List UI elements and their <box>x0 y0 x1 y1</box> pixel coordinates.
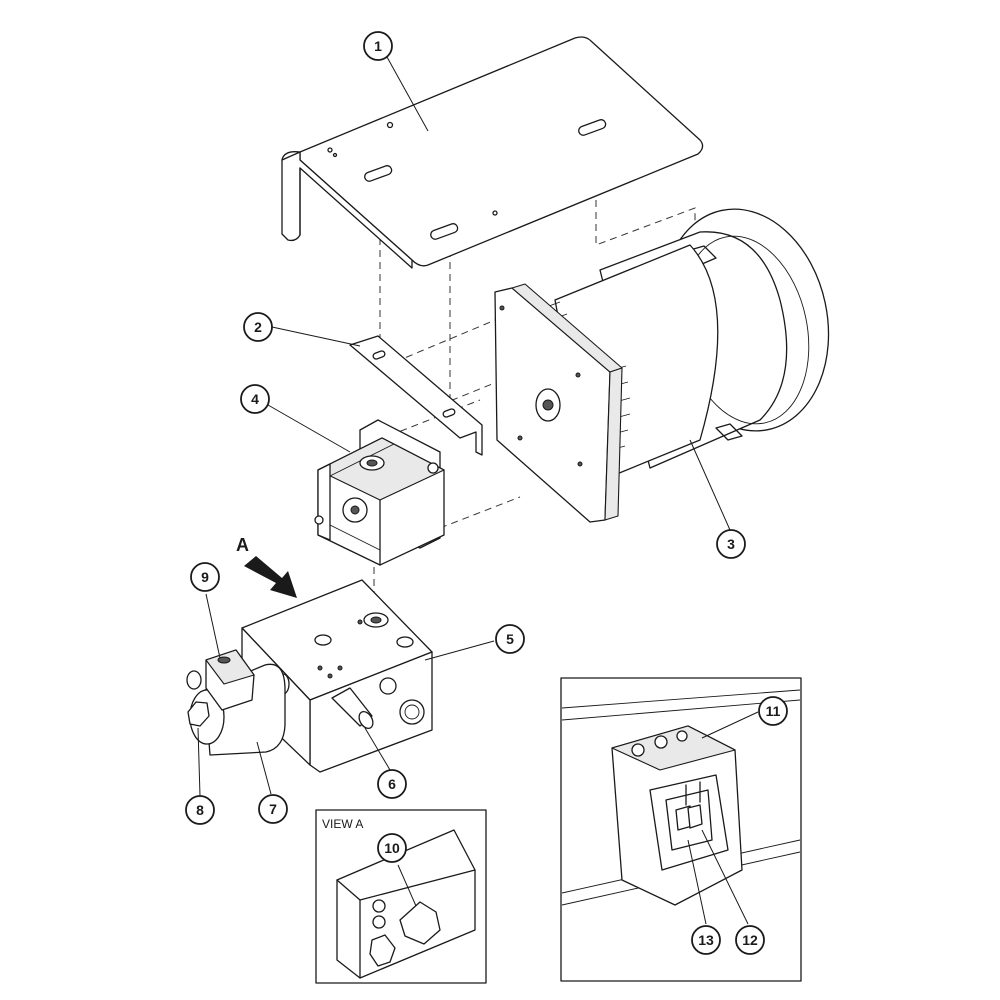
callout-13-number: 13 <box>698 932 714 948</box>
callout-11-number: 11 <box>766 703 781 719</box>
callout-9: 9 <box>190 562 220 592</box>
fitting <box>331 687 374 730</box>
callout-12-number: 12 <box>742 932 758 948</box>
electric-motor <box>494 208 830 523</box>
callout-8: 8 <box>185 795 215 825</box>
callout-7: 7 <box>258 794 288 824</box>
callout-2-number: 2 <box>254 319 262 335</box>
callout-4: 4 <box>240 384 270 414</box>
callout-12: 12 <box>735 925 765 955</box>
solenoid-assembly <box>186 649 286 756</box>
callout-7-number: 7 <box>269 801 277 817</box>
callout-1-number: 1 <box>374 38 382 54</box>
spacer-bracket <box>349 335 483 456</box>
view-a-inset: VIEW A <box>315 809 487 984</box>
callout-8-number: 8 <box>196 802 204 818</box>
callout-1: 1 <box>363 31 393 61</box>
leader-lines <box>197 56 759 925</box>
hydraulic-pump <box>314 419 445 566</box>
callout-13: 13 <box>691 925 721 955</box>
callout-6: 6 <box>377 769 407 799</box>
callout-5-number: 5 <box>506 631 514 647</box>
view-a-title: VIEW A <box>322 817 363 831</box>
callout-2: 2 <box>243 312 273 342</box>
callout-5: 5 <box>495 624 525 654</box>
callout-11: 11 <box>758 696 788 726</box>
callout-10-number: 10 <box>384 840 400 856</box>
callout-3: 3 <box>716 529 746 559</box>
callout-4-number: 4 <box>251 391 259 407</box>
callout-10: 10 <box>377 833 407 863</box>
callout-3-number: 3 <box>727 536 735 552</box>
mounting-bracket <box>281 36 704 269</box>
callout-9-number: 9 <box>201 569 209 585</box>
view-arrow: A <box>236 535 297 598</box>
callout-6-number: 6 <box>388 776 396 792</box>
arrow-letter: A <box>236 535 249 555</box>
